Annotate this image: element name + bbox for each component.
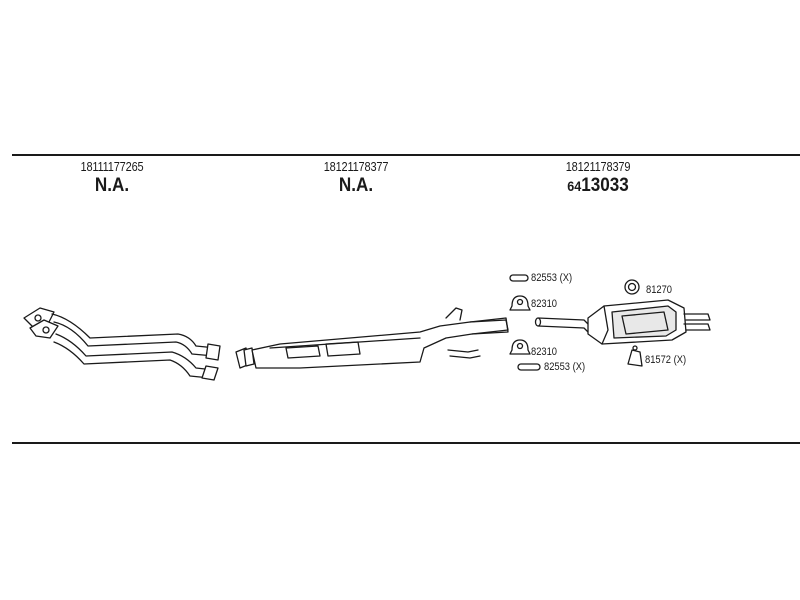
gasket-icon bbox=[509, 274, 529, 282]
top-divider bbox=[12, 154, 800, 156]
column-front-pipe: 18111177265 N.A. bbox=[62, 160, 162, 197]
clamp-icon bbox=[509, 339, 531, 355]
hardware-label-rubber-ring: 81270 bbox=[646, 284, 673, 296]
column-rear-silencer: 18121178379 6413033 bbox=[548, 160, 648, 197]
part-number: 18111177265 bbox=[80, 160, 144, 174]
hardware-label-gasket-top: 82553 (X) bbox=[531, 272, 573, 284]
middle-pipe bbox=[235, 307, 509, 369]
clamp-icon bbox=[509, 295, 531, 311]
hardware-label-clamp-bottom: 82310 bbox=[531, 346, 558, 358]
gasket-icon bbox=[517, 363, 541, 371]
hardware-label-mount: 81572 (X) bbox=[645, 354, 687, 366]
mount-icon bbox=[627, 345, 643, 367]
bottom-divider bbox=[12, 442, 800, 444]
reference-code: N.A. bbox=[338, 175, 374, 196]
reference-code: N.A. bbox=[94, 175, 130, 196]
column-middle-pipe: 18121178377 N.A. bbox=[306, 160, 406, 197]
part-number: 18121178379 bbox=[565, 160, 631, 174]
part-number: 18121178377 bbox=[323, 160, 389, 174]
hardware-label-clamp-top: 82310 bbox=[531, 298, 558, 310]
rubber-ring-icon bbox=[624, 279, 640, 295]
reference-code: 6413033 bbox=[567, 175, 629, 196]
front-pipe bbox=[23, 307, 221, 381]
hardware-label-gasket-bottom: 82553 (X) bbox=[544, 361, 586, 373]
rear-silencer bbox=[534, 299, 711, 345]
